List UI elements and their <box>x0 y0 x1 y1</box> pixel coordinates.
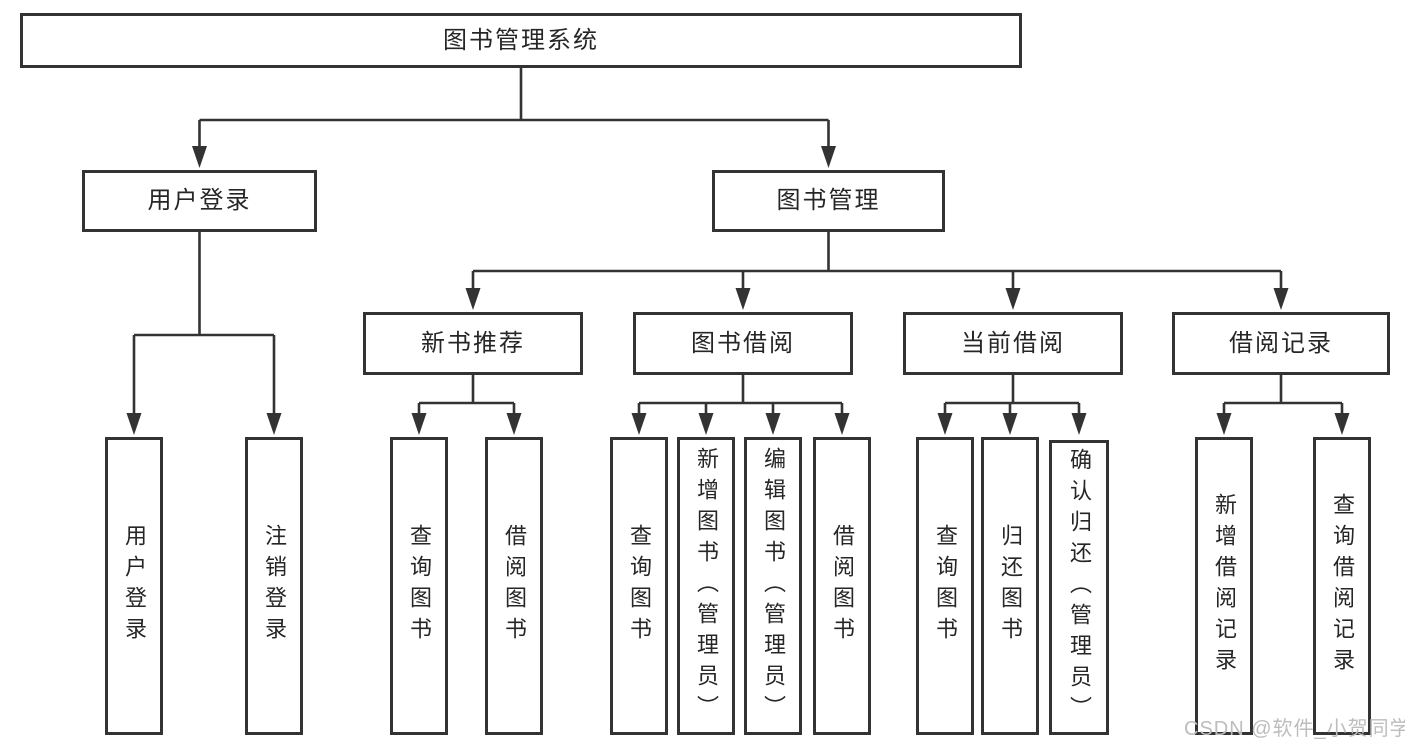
node-book-management: 图书管理 <box>712 170 945 232</box>
node-current-query-books: 查询图书 <box>916 437 974 735</box>
node-borrow-books: 借阅图书 <box>813 437 871 735</box>
node-label: 当前借阅 <box>961 329 1065 357</box>
node-label: 查询图书 <box>627 524 652 648</box>
node-borrow-query-books: 查询图书 <box>610 437 668 735</box>
node-label: 图书管理 <box>776 187 881 214</box>
node-label: 用户登录 <box>147 187 252 214</box>
node-label: 图书借阅 <box>691 329 795 357</box>
node-label: 查询借阅记录 <box>1330 493 1355 679</box>
node-label: 新增图书（管理员） <box>694 446 719 726</box>
node-root-label: 图书管理系统 <box>443 26 599 54</box>
node-recommend-query-books: 查询图书 <box>390 437 448 735</box>
node-label: 借阅记录 <box>1229 329 1333 357</box>
node-user-login: 用户登录 <box>82 170 317 232</box>
node-add-borrow-record: 新增借阅记录 <box>1195 437 1253 735</box>
edge-book-borrow-branch <box>631 374 850 435</box>
node-user-login-leaf: 用户登录 <box>105 437 163 735</box>
edge-new-book-branch <box>411 374 522 435</box>
node-label: 用户登录 <box>122 524 147 648</box>
node-label: 借阅图书 <box>830 524 855 648</box>
node-label: 新书推荐 <box>421 329 525 357</box>
node-label: 新增借阅记录 <box>1212 493 1237 679</box>
node-query-borrow-record: 查询借阅记录 <box>1313 437 1371 735</box>
node-label: 查询图书 <box>933 524 958 648</box>
edge-current-borrow-branch <box>937 374 1087 435</box>
node-recommend-borrow-books: 借阅图书 <box>485 437 543 735</box>
node-label: 确认归还（管理员） <box>1067 448 1092 727</box>
edge-user-login-branch <box>126 232 282 435</box>
node-new-book-recommend: 新书推荐 <box>363 312 583 375</box>
node-root: 图书管理系统 <box>20 13 1022 68</box>
node-current-borrow: 当前借阅 <box>903 312 1123 375</box>
node-book-borrow: 图书借阅 <box>633 312 853 375</box>
edge-root-to-level2 <box>192 68 836 168</box>
node-borrow-records: 借阅记录 <box>1172 312 1390 375</box>
node-label: 注销登录 <box>262 524 287 648</box>
edge-book-management-branch <box>465 232 1289 310</box>
node-label: 借阅图书 <box>502 524 527 648</box>
node-edit-books-admin: 编辑图书（管理员） <box>744 437 802 735</box>
node-logout: 注销登录 <box>245 437 303 735</box>
watermark-text: CSDN @软件_小贺同学 <box>1184 718 1405 740</box>
edge-borrow-records-branch <box>1216 374 1350 435</box>
node-label: 查询图书 <box>407 524 432 648</box>
node-return-books: 归还图书 <box>981 437 1039 735</box>
node-label: 归还图书 <box>998 524 1023 648</box>
node-confirm-return-admin: 确认归还（管理员） <box>1049 440 1109 735</box>
node-label: 编辑图书（管理员） <box>761 446 786 726</box>
node-add-books-admin: 新增图书（管理员） <box>677 437 735 735</box>
